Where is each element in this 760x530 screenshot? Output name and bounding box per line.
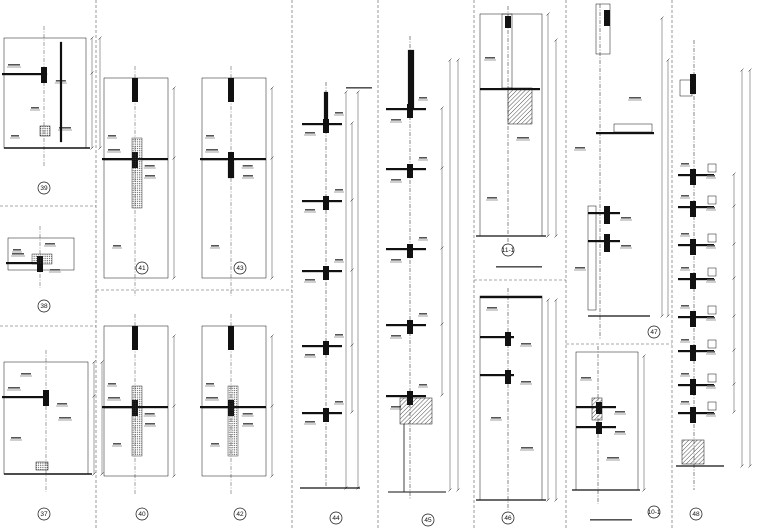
detail-tag-d42: 42 bbox=[233, 507, 247, 521]
detail-number: 10-1 bbox=[647, 509, 660, 516]
detail-number: 37 bbox=[40, 511, 48, 518]
detail-number: 42 bbox=[236, 511, 244, 518]
detail-tag-d44: 44 bbox=[329, 511, 343, 525]
detail-number: 38 bbox=[40, 303, 48, 310]
detail-number: 39 bbox=[40, 185, 48, 192]
detail-d11 bbox=[476, 6, 558, 268]
panel-dividers bbox=[0, 0, 673, 530]
detail-d37 bbox=[2, 350, 104, 492]
detail-number: 40 bbox=[138, 511, 146, 518]
detail-tag-d45: 45 bbox=[421, 513, 435, 527]
detail-tag-d40: 40 bbox=[135, 507, 149, 521]
detail-tag-d11: 11-1 bbox=[501, 243, 515, 257]
detail-number: 44 bbox=[332, 515, 340, 522]
detail-tag-d39: 39 bbox=[37, 181, 51, 195]
detail-tags: 39 38 37 41 43 40 42 44 45 11-1 46 47 10-1 48 bbox=[37, 181, 703, 527]
detail-number: 41 bbox=[138, 265, 146, 272]
detail-d47 bbox=[574, 3, 670, 340]
detail-number: 48 bbox=[692, 511, 700, 518]
detail-tag-d41: 41 bbox=[135, 261, 149, 275]
detail-number: 43 bbox=[236, 265, 244, 272]
detail-d48 bbox=[676, 40, 752, 490]
detail-tag-d38: 38 bbox=[37, 299, 51, 313]
detail-d10 bbox=[572, 346, 646, 521]
detail-d46 bbox=[476, 288, 558, 510]
detail-number: 47 bbox=[650, 329, 658, 336]
detail-number: 11-1 bbox=[502, 247, 515, 254]
detail-tag-d43: 43 bbox=[233, 261, 247, 275]
detail-d39 bbox=[2, 26, 102, 166]
detail-d42 bbox=[200, 314, 274, 494]
detail-tag-d10: 10-1 bbox=[647, 505, 661, 519]
detail-d41 bbox=[102, 66, 176, 296]
detail-d45 bbox=[386, 36, 460, 500]
detail-d43 bbox=[200, 66, 274, 296]
detail-number: 45 bbox=[424, 517, 432, 524]
detail-tag-d48: 48 bbox=[689, 507, 703, 521]
detail-tag-d37: 37 bbox=[37, 507, 51, 521]
detail-sections bbox=[2, 3, 752, 521]
detail-tag-d47: 47 bbox=[647, 325, 661, 339]
detail-d40 bbox=[102, 314, 176, 494]
detail-d44 bbox=[300, 82, 372, 490]
detail-tag-d46: 46 bbox=[501, 511, 515, 525]
detail-number: 46 bbox=[504, 515, 512, 522]
